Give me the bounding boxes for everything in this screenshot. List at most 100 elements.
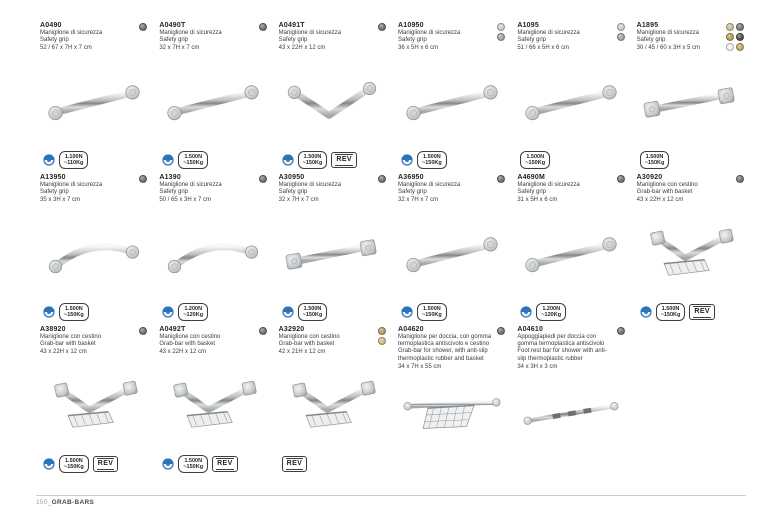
grab-bar-illustration bbox=[399, 225, 505, 283]
load-capacity-badge: 1.500N ~150Kg bbox=[297, 151, 328, 169]
load-capacity-newtons: 1.500N bbox=[64, 305, 83, 312]
load-capacity-kg: ~150Kg bbox=[525, 160, 546, 167]
product-text: A04620 Maniglione per doccia, con gomma … bbox=[398, 326, 497, 371]
finish-swatches bbox=[258, 22, 267, 31]
product-code: A1390 bbox=[159, 174, 181, 181]
finish-swatches bbox=[497, 326, 506, 335]
product-text: A38920 Maniglione con cestino Grab-bar w… bbox=[40, 326, 139, 357]
finish-swatches bbox=[378, 22, 386, 31]
product-image bbox=[40, 357, 147, 455]
finish-swatch bbox=[497, 33, 506, 41]
product-dimensions: 31 x 5H x 6 cm bbox=[517, 197, 558, 204]
product-code: A0490 bbox=[40, 22, 62, 29]
badge-row: 1.500N ~150Kg REV bbox=[159, 455, 266, 473]
grab-bar-illustration bbox=[41, 377, 147, 435]
product-desc-en: Grab-bar with basket bbox=[159, 341, 216, 348]
product-desc-it: Maniglione di sicurezza bbox=[278, 182, 342, 188]
product-text: A36950 Maniglione di sicurezza Safety gr… bbox=[398, 174, 497, 205]
product-header: A0492T Maniglione con cestino Grab-bar w… bbox=[159, 326, 267, 357]
product-header: A1390 Maniglione di sicurezza Safety gri… bbox=[159, 174, 267, 205]
badge-row: 1.500N ~150Kg bbox=[159, 151, 266, 169]
product-image bbox=[279, 53, 386, 151]
product-image bbox=[159, 357, 266, 455]
product-header: A0490T Maniglione di sicurezza Safety gr… bbox=[159, 22, 267, 53]
product-dimensions: 50 / 65 x 3H x 7 cm bbox=[159, 197, 212, 204]
badge-row bbox=[517, 455, 624, 473]
finish-swatches bbox=[736, 174, 744, 183]
finish-swatch bbox=[378, 337, 386, 345]
rev-label: REV bbox=[693, 306, 711, 318]
finish-swatch bbox=[736, 175, 744, 183]
product-cell: A04620 Maniglione per doccia, con gomma … bbox=[394, 324, 507, 476]
product-desc-it: Maniglione di sicurezza bbox=[517, 182, 580, 188]
finish-swatches bbox=[378, 326, 386, 345]
finish-swatches bbox=[497, 174, 506, 183]
product-desc-it: Maniglione di sicurezza bbox=[278, 30, 342, 36]
product-desc-en: Safety grip bbox=[159, 189, 189, 196]
product-image bbox=[279, 357, 386, 455]
badge-row bbox=[398, 455, 505, 473]
grab-bar-illustration bbox=[399, 384, 505, 442]
product-image bbox=[398, 371, 505, 455]
certification-icon bbox=[282, 306, 294, 318]
product-cell: A0492T Maniglione con cestino Grab-bar w… bbox=[155, 324, 268, 476]
load-capacity-newtons: 1.500N bbox=[422, 305, 441, 312]
product-desc-it: Maniglione con cestino bbox=[40, 334, 102, 340]
finish-swatch bbox=[736, 43, 744, 51]
product-cell: A38920 Maniglione con cestino Grab-bar w… bbox=[36, 324, 149, 476]
product-desc-it: Appoggiapiedi per doccia con gomma termo… bbox=[517, 334, 605, 348]
grab-bar-illustration bbox=[279, 377, 385, 435]
product-desc-it: Maniglione di sicurezza bbox=[40, 30, 103, 36]
load-capacity-kg: ~150Kg bbox=[660, 312, 681, 319]
load-capacity-kg: ~150Kg bbox=[422, 312, 442, 319]
product-text: A04610 Appoggiapiedi per doccia con gomm… bbox=[517, 326, 616, 371]
grab-bar-illustration bbox=[518, 225, 624, 283]
badge-row: 1.500N ~150Kg REV bbox=[279, 151, 386, 169]
product-image bbox=[40, 53, 147, 151]
product-cell: A1390 Maniglione di sicurezza Safety gri… bbox=[155, 172, 268, 324]
product-image bbox=[637, 205, 744, 303]
load-capacity-kg: ~150Kg bbox=[183, 464, 204, 471]
footer-text: 150_GRAB-BARS bbox=[36, 499, 746, 506]
product-dimensions: 34 x 3H x 3 cm bbox=[517, 363, 558, 370]
certification-icon bbox=[520, 306, 532, 318]
product-desc-en: Safety grip bbox=[159, 37, 189, 44]
product-code: A1095 bbox=[517, 22, 539, 29]
product-header: A10950 Maniglione di sicurezza Safety gr… bbox=[398, 22, 506, 53]
product-desc-it: Maniglione di sicurezza bbox=[159, 30, 222, 36]
finish-swatch bbox=[258, 175, 267, 183]
load-capacity-kg: ~150Kg bbox=[183, 160, 204, 167]
load-capacity-newtons: 1.500N bbox=[64, 457, 83, 464]
product-desc-it: Maniglione di sicurezza bbox=[159, 182, 222, 188]
product-code: A0491T bbox=[278, 22, 305, 29]
finish-swatch bbox=[616, 23, 625, 31]
certification-icon bbox=[162, 306, 174, 318]
finish-swatches bbox=[616, 22, 625, 41]
product-desc-en: Grab-bar with basket bbox=[278, 341, 335, 348]
grab-bar-illustration bbox=[41, 225, 147, 283]
rev-label: REV bbox=[335, 154, 353, 166]
finish-swatches bbox=[139, 326, 148, 335]
product-desc-it: Maniglione di sicurezza bbox=[636, 30, 700, 36]
product-desc-en: Grab-bar for shower, with anti-slip ther… bbox=[398, 348, 488, 362]
finish-swatch bbox=[616, 33, 625, 41]
product-image bbox=[517, 53, 624, 151]
certification-icon bbox=[282, 154, 294, 166]
load-capacity-newtons: 1.500N bbox=[526, 153, 545, 160]
product-header: A04610 Appoggiapiedi per doccia con gomm… bbox=[517, 326, 625, 371]
product-code: A4690M bbox=[517, 174, 545, 181]
product-code: A32920 bbox=[278, 326, 305, 333]
badge-row: 1.200N ~120Kg bbox=[517, 303, 624, 321]
product-image bbox=[517, 371, 624, 455]
product-text: A4690M Maniglione di sicurezza Safety gr… bbox=[517, 174, 616, 205]
product-cell: A1895 Maniglione di sicurezza Safety gri… bbox=[633, 20, 746, 172]
product-image bbox=[517, 205, 624, 303]
rev-badge: REV bbox=[281, 455, 308, 473]
finish-swatches bbox=[616, 326, 625, 335]
product-code: A0490T bbox=[159, 22, 186, 29]
load-capacity-badge: 1.100N ~110Kg bbox=[59, 151, 89, 169]
badge-row: 1.500N ~150Kg bbox=[40, 303, 147, 321]
product-dimensions: 32 x 7H x 7 cm bbox=[159, 45, 200, 52]
badge-row: 1.500N ~150Kg bbox=[279, 303, 386, 321]
product-code: A36950 bbox=[398, 174, 424, 181]
